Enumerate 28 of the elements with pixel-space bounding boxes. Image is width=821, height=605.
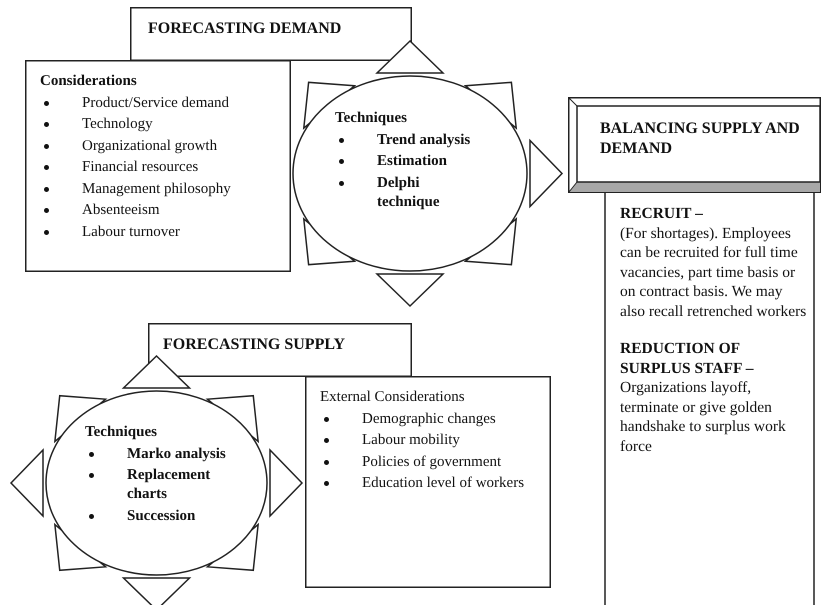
section-heading: External Considerations <box>320 388 466 407</box>
list-item: Marko analysis <box>127 444 226 464</box>
heading: FORECASTING SUPPLY <box>163 335 346 355</box>
section-heading: REDUCTION OF SURPLUS STAFF – <box>620 339 755 378</box>
list-item: Demographic changes <box>362 410 496 428</box>
list-item: Replacement charts <box>127 466 212 504</box>
paragraph: (For shortages). Employees can be recruited for full time vacancies, part time basis or on contract basis. We may also recall retrenched workers <box>620 224 807 321</box>
list-item: Technology <box>82 115 153 134</box>
heading: BALANCING SUPPLY AND DEMAND <box>600 119 801 159</box>
list-item: Management philosophy <box>82 180 231 198</box>
section-heading: Considerations <box>40 72 138 91</box>
list-item: Trend analysis <box>377 130 470 150</box>
list-item: Product/Service demand <box>82 94 230 112</box>
list-item: Education level of workers <box>362 474 524 493</box>
heading: FORECASTING DEMAND <box>148 19 342 39</box>
paragraph: Organizations layoff, terminate or give golden handshake to surplus work force <box>620 378 787 456</box>
list-item: Delphi technique <box>377 174 441 212</box>
section-heading: RECRUIT – <box>620 204 704 224</box>
list-item: Labour turnover <box>82 222 180 242</box>
list-item: Organizational growth <box>82 136 218 156</box>
list-item: Labour mobility <box>362 431 460 450</box>
list-item: Estimation <box>377 152 448 171</box>
section-heading: Techniques <box>335 109 408 128</box>
list-item: Policies of government <box>362 452 502 472</box>
list-item: Absenteeism <box>82 201 160 220</box>
list-item: Succession <box>127 506 196 526</box>
list-item: Financial resources <box>82 158 198 177</box>
section-heading: Techniques <box>85 423 158 442</box>
